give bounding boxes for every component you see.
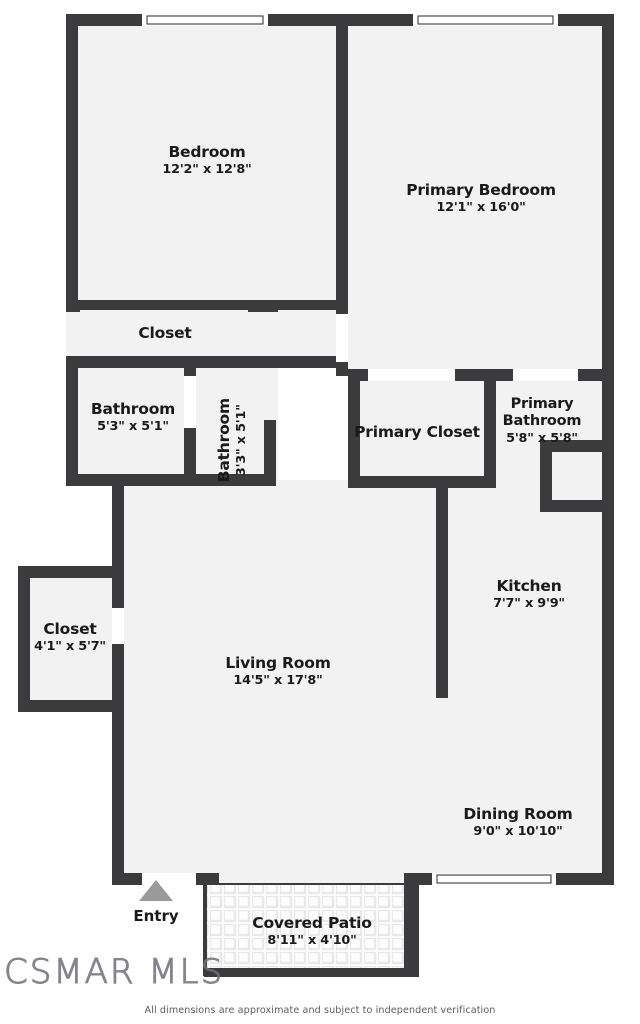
room-fills (18, 14, 614, 976)
entry-marker: Entry (124, 880, 188, 925)
walls (18, 14, 614, 976)
windows (142, 14, 558, 885)
patio-outline (204, 883, 419, 977)
entry-arrow-icon (139, 880, 173, 901)
csmar-mls-watermark: CSMAR MLS (3, 951, 225, 992)
disclaimer-text: All dimensions are approximate and subje… (144, 1005, 496, 1016)
entry-label: Entry (133, 907, 179, 925)
